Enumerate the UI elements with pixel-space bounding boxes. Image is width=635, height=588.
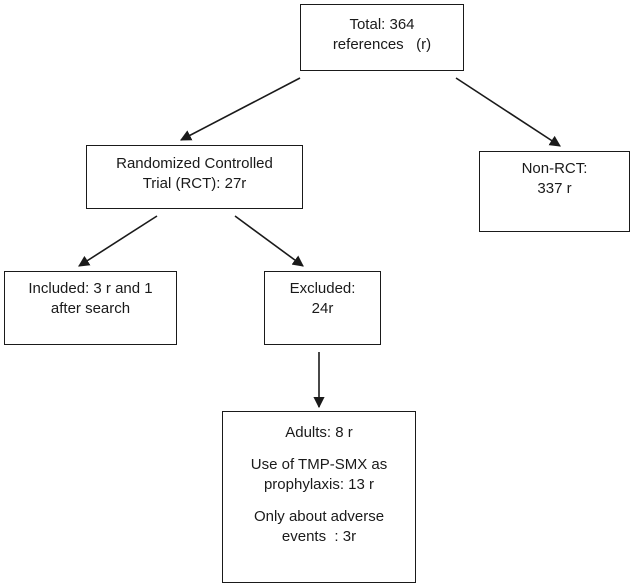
included-line-1: Included: 3 r and 1 xyxy=(28,280,153,297)
rct-box: Randomized Controlled Trial (RCT): 27r xyxy=(86,145,303,209)
rct-line-1: Randomized Controlled xyxy=(116,155,273,172)
arrow-rct-to-included xyxy=(78,215,158,267)
exclusion-reasons-box: Adults: 8 r Use of TMP-SMX as prophylaxi… xyxy=(222,411,416,583)
non-rct-box: Non-RCT: 337 r xyxy=(479,151,630,232)
reason-tmp-smx: Use of TMP-SMX as prophylaxis: 13 r xyxy=(251,455,387,495)
total-line-2: references (r) xyxy=(332,36,432,53)
excluded-box: Excluded: 24r xyxy=(264,271,381,345)
included-box: Included: 3 r and 1 after search xyxy=(4,271,177,345)
reason-adverse-line-2: events : 3r xyxy=(281,528,357,545)
arrow-total-to-rct xyxy=(180,77,301,141)
reason-adults: Adults: 8 r xyxy=(285,423,353,443)
reason-adverse-line-1: Only about adverse xyxy=(253,508,385,525)
reason-adverse-events: Only about adverse events : 3r xyxy=(254,507,384,547)
arrow-rct-to-excluded xyxy=(234,215,304,267)
arrow-total-to-nonrct xyxy=(455,77,561,147)
reason-tmp-smx-line-1: Use of TMP-SMX as xyxy=(250,456,388,473)
reason-adults-text: Adults: 8 r xyxy=(285,424,353,441)
excluded-line-1: Excluded: xyxy=(289,280,356,297)
reason-tmp-smx-line-2: prophylaxis: 13 r xyxy=(263,476,375,493)
non-rct-line-1: Non-RCT: xyxy=(521,160,588,177)
included-line-2: after search xyxy=(50,300,131,317)
total-references-box: Total: 364 references (r) xyxy=(300,4,464,71)
non-rct-line-2: 337 r xyxy=(537,180,572,197)
excluded-line-2: 24r xyxy=(311,300,334,317)
total-line-1: Total: 364 xyxy=(349,16,415,33)
rct-line-2: Trial (RCT): 27r xyxy=(142,175,247,192)
